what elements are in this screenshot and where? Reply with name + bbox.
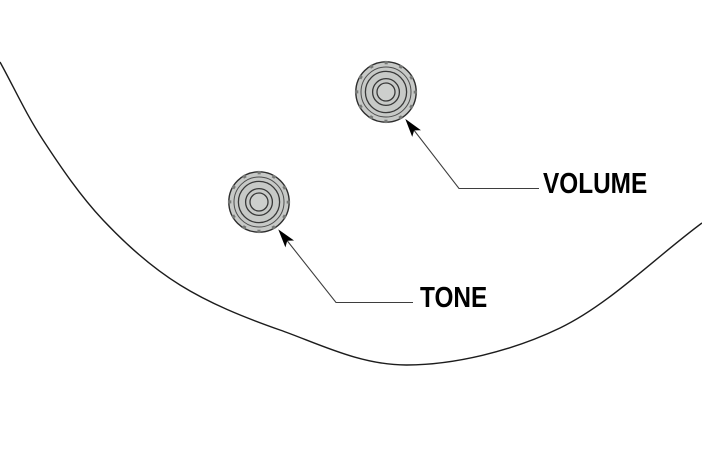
- tone-label: TONE: [420, 282, 488, 314]
- tone-knob-icon: [227, 170, 291, 234]
- volume-leader-arrow: [405, 118, 539, 190]
- volume-knob-icon: [354, 60, 418, 124]
- tone-leader-arrow: [278, 229, 413, 304]
- volume-label: VOLUME: [543, 168, 648, 200]
- guitar-body-edge: [0, 61, 702, 366]
